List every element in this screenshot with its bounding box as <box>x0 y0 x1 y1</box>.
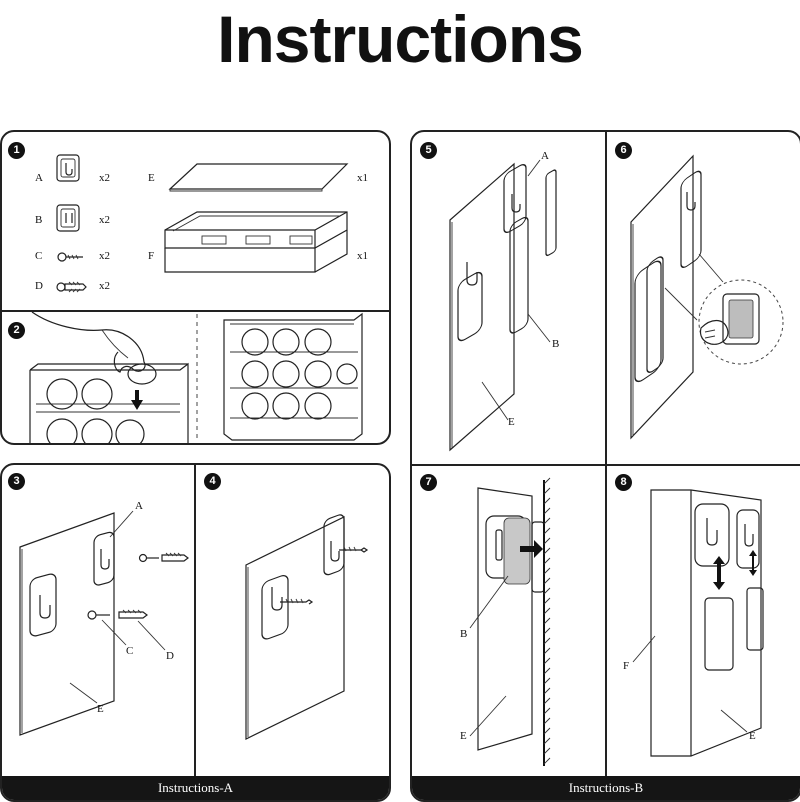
instructions-panel-a-bottom: 3 A C D E 4 <box>0 463 391 802</box>
label-e: E <box>460 730 467 742</box>
footer-bar: Instructions-A <box>2 776 389 800</box>
step-badge: 3 <box>8 473 25 490</box>
step-badge: 5 <box>420 142 437 159</box>
label-b: B <box>460 628 468 640</box>
label-f: F <box>623 660 630 672</box>
part-f-qty: x1 <box>357 250 368 262</box>
part-d-qty: x2 <box>99 280 110 292</box>
step-divider <box>2 310 389 312</box>
part-a-qty: x2 <box>99 172 110 184</box>
part-f-letter: F <box>148 250 155 262</box>
step-2-insert-pods: 2 <box>2 311 389 443</box>
label-b: B <box>552 338 560 350</box>
press-to-wall-illustration <box>469 477 551 766</box>
step-8-hang-organizer: 8 F E <box>607 466 800 776</box>
part-e-letter: E <box>148 172 155 184</box>
step-badge: 1 <box>8 142 25 159</box>
label-c: C <box>126 645 134 657</box>
footer-bar: Instructions-B <box>412 776 800 800</box>
hang-organizer-illustration <box>632 489 764 757</box>
step-1-parts-list: 1 <box>2 132 389 310</box>
up-down-arrow-icon <box>749 550 757 576</box>
part-c-qty: x2 <box>99 250 110 262</box>
page-title: Instructions <box>217 2 584 76</box>
step-7-press-to-wall: 7 B E <box>412 466 605 776</box>
step-6-press-adhesive: 6 <box>607 132 800 464</box>
step-divider <box>605 132 607 776</box>
step-5-attach-adhesive: 5 A B E <box>412 132 605 464</box>
insert-pods-illustration <box>29 311 363 443</box>
up-down-arrow-icon <box>713 556 725 590</box>
part-e-qty: x1 <box>357 172 368 184</box>
attach-adhesive-illustration <box>449 159 557 452</box>
label-e: E <box>749 730 756 742</box>
part-d-letter: D <box>35 280 43 292</box>
step-badge: 4 <box>204 473 221 490</box>
step-badge: 8 <box>615 474 632 491</box>
step-badge: 2 <box>8 322 25 339</box>
screws-fixed-illustration <box>245 514 369 740</box>
label-d: D <box>166 650 174 662</box>
label-a: A <box>541 150 549 162</box>
label-a: A <box>135 500 143 512</box>
part-b-letter: B <box>35 214 43 226</box>
parts-illustration <box>56 154 349 293</box>
step-badge: 7 <box>420 474 437 491</box>
step-3-screw-mount: 3 A C D E <box>2 465 194 776</box>
step-divider <box>412 464 800 466</box>
part-a-letter: A <box>35 172 43 184</box>
instructions-panel-b: 5 A B E 6 <box>410 130 800 802</box>
instructions-panel-a-top: 1 <box>0 130 391 445</box>
screw-mount-illustration <box>19 510 189 736</box>
part-b-qty: x2 <box>99 214 110 226</box>
step-divider <box>194 465 196 776</box>
press-adhesive-illustration <box>630 154 784 440</box>
label-e: E <box>97 703 104 715</box>
step-badge: 6 <box>615 142 632 159</box>
part-c-letter: C <box>35 250 43 262</box>
down-arrow-icon <box>131 390 143 410</box>
step-4-screws-fixed: 4 <box>196 465 389 776</box>
label-e: E <box>508 416 515 428</box>
right-arrow-icon <box>520 540 543 558</box>
